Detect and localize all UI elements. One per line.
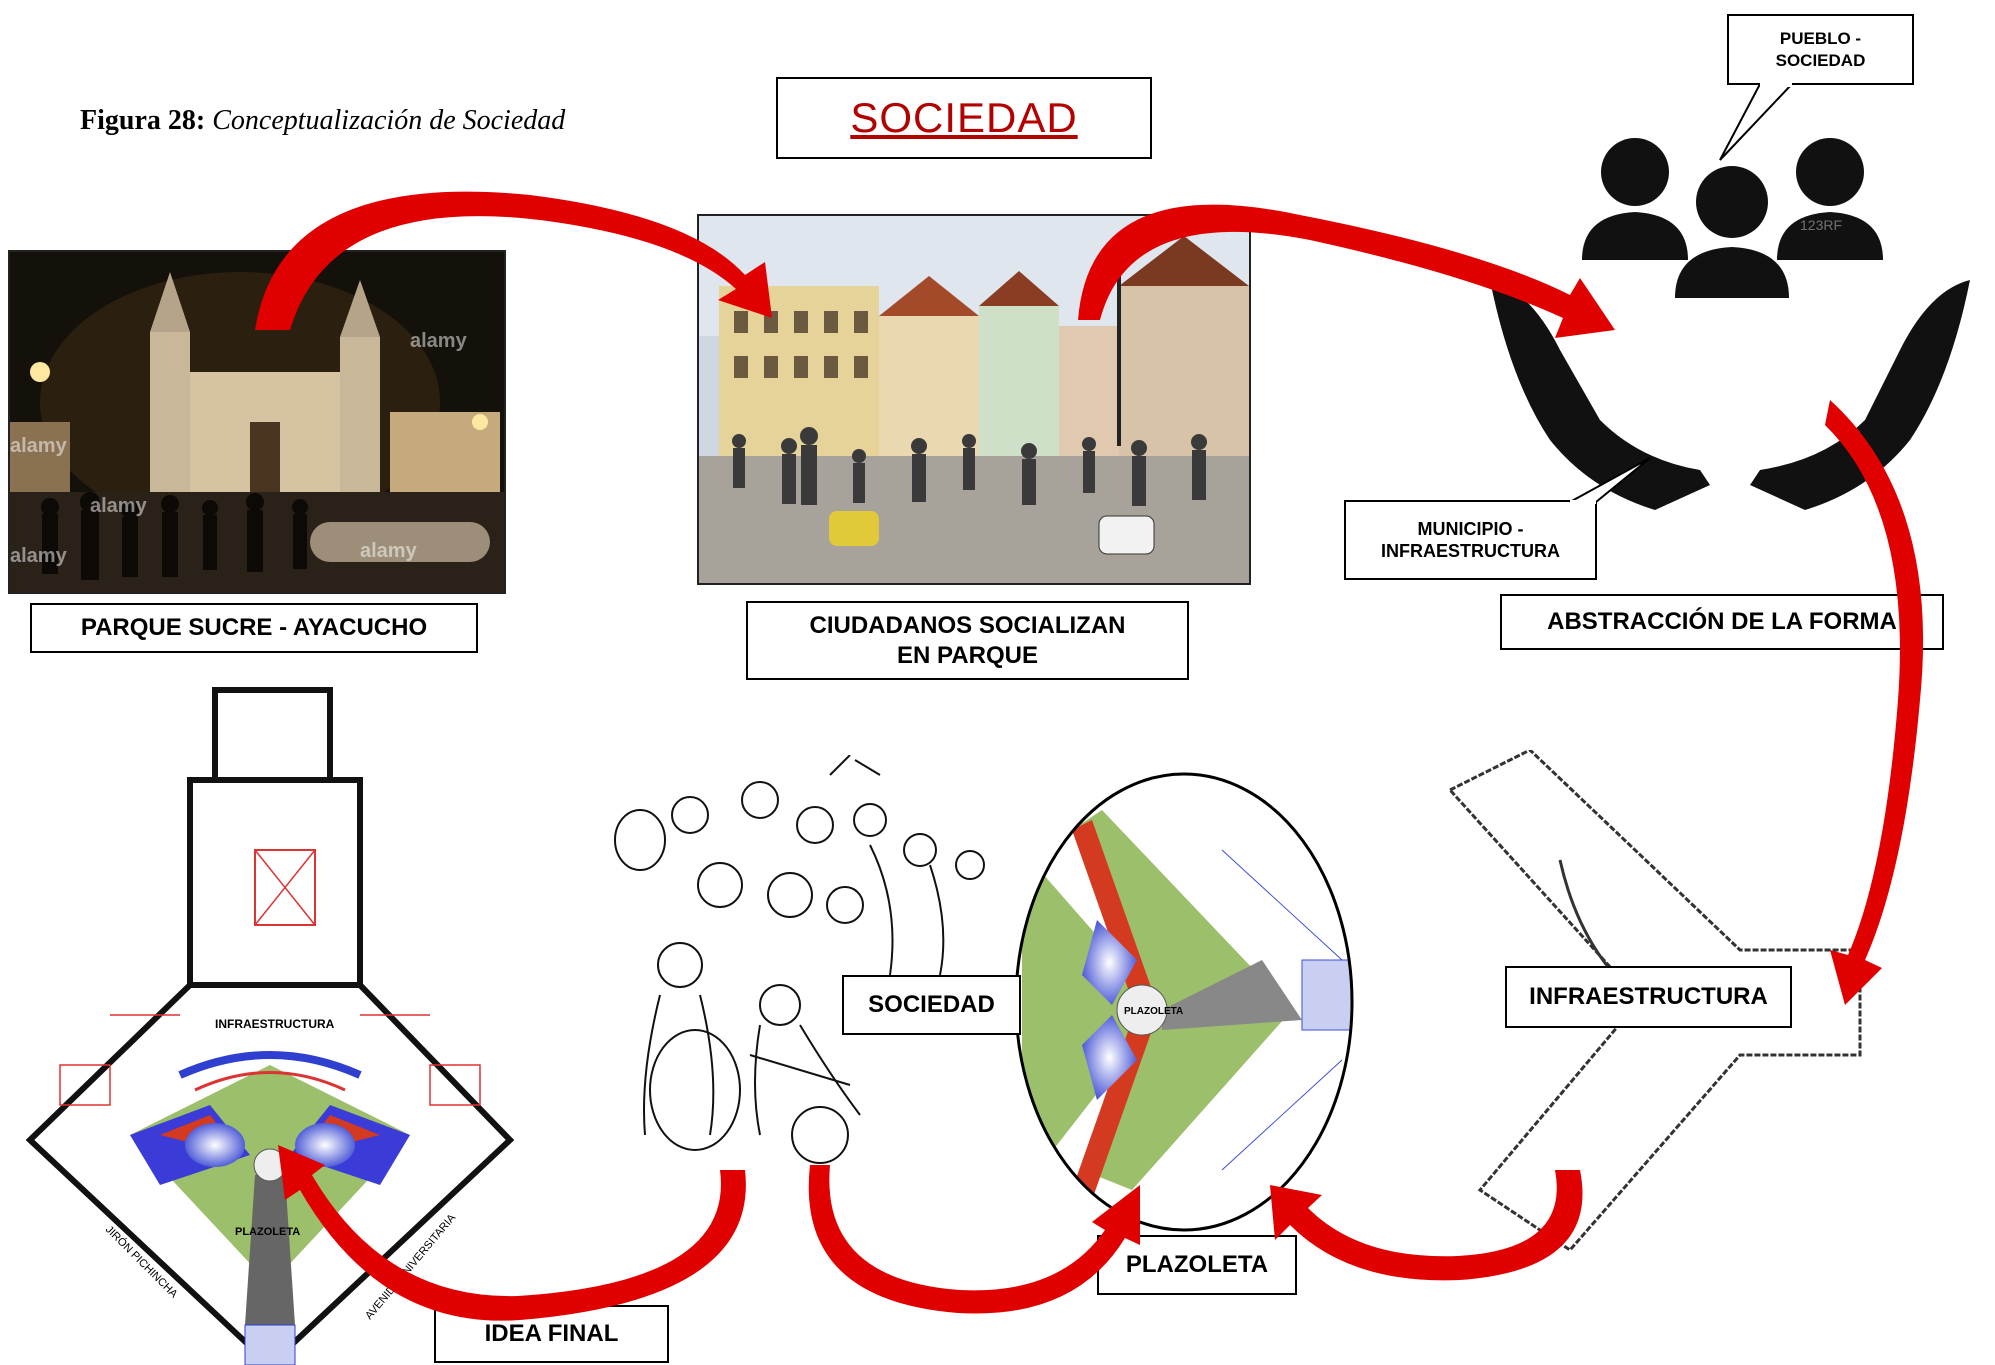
plan-infraestructura-text: INFRAESTRUCTURA xyxy=(215,1017,335,1031)
pueblo-callout-pointer xyxy=(1719,83,1795,161)
watermark-alamy-5: alamy xyxy=(360,540,418,562)
ciudadanos-photo xyxy=(697,214,1251,585)
parque-sucre-label: PARQUE SUCRE - AYACUCHO xyxy=(30,603,478,653)
square-illustration xyxy=(699,216,1249,583)
parque-sucre-photo: alamy alamy alamy alamy alamy xyxy=(8,250,506,594)
watermark-alamy-1: alamy xyxy=(90,495,148,517)
pueblo-label: PUEBLO - SOCIEDAD xyxy=(1727,14,1914,85)
infraestructura-label: INFRAESTRUCTURA xyxy=(1505,966,1792,1028)
watermark-alamy-2: alamy xyxy=(10,435,68,457)
figure-caption-text: Conceptualización de Sociedad xyxy=(212,105,566,136)
plazoleta-label: PLAZOLETA xyxy=(1097,1235,1297,1295)
arrow-ciudadanos-to-hands xyxy=(1078,204,1615,338)
arrow-infra-to-oval xyxy=(1270,1170,1583,1281)
oval-plazoleta-text: PLAZOLETA xyxy=(1124,1006,1183,1017)
arrow-sociedad-to-oval xyxy=(808,1165,1140,1314)
abstraccion-label: ABSTRACCIÓN DE LA FORMA xyxy=(1500,594,1944,650)
figure-label: Figura 28: xyxy=(80,105,206,136)
ciudadanos-label: CIUDADANOS SOCIALIZAN EN PARQUE xyxy=(746,601,1189,680)
watermark-alamy-4: alamy xyxy=(10,545,68,567)
municipio-label: MUNICIPIO - INFRAESTRUCTURA xyxy=(1344,500,1597,580)
arrow-sucre-to-ciudadanos xyxy=(255,191,772,330)
sociedad-label: SOCIEDAD xyxy=(842,975,1021,1035)
people-hands-illustration: 123RF xyxy=(1490,138,1970,510)
figure-caption: Figura 28: Conceptualización de Sociedad xyxy=(80,105,565,137)
idea-final-plan: INFRAESTRUCTURA PLAZOLETA JIRÓN PICHINCH… xyxy=(25,687,515,1365)
arrow-hands-to-infra xyxy=(1825,400,1924,1005)
arrow-sociedad-to-final xyxy=(278,1145,746,1321)
watermark-alamy-3: alamy xyxy=(410,330,468,352)
cathedral-illustration: alamy alamy alamy alamy alamy xyxy=(10,252,504,592)
people-icon xyxy=(1582,138,1883,298)
watermark-123rf: 123RF xyxy=(1800,217,1842,233)
sociedad-sketch xyxy=(614,755,985,1164)
hands-icon xyxy=(1490,280,1970,510)
page-title: SOCIEDAD xyxy=(776,77,1152,159)
municipio-callout-pointer xyxy=(1569,457,1651,504)
plan-plazoleta-text: PLAZOLETA xyxy=(235,1226,300,1238)
